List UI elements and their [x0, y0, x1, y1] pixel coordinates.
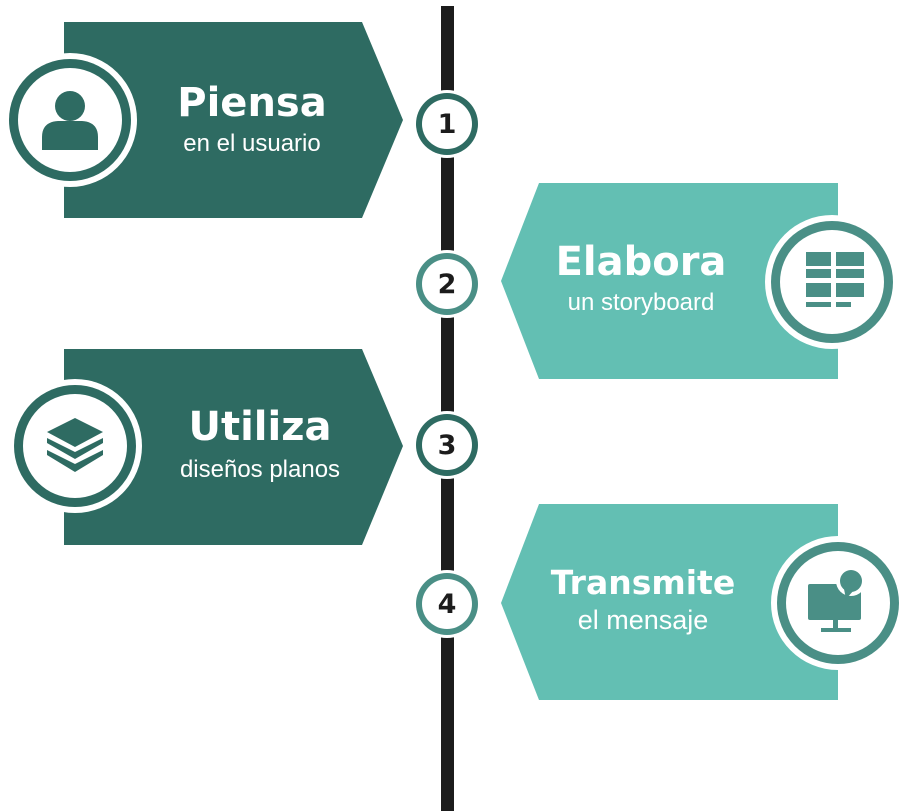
step-2-banner: [501, 183, 838, 379]
user-icon: [42, 91, 98, 150]
node-4: [413, 570, 481, 638]
node-3-number: 3: [437, 430, 457, 461]
layers-icon: [47, 418, 103, 472]
step-2-subtitle: un storyboard: [567, 289, 715, 316]
step-4-title: Transmite: [550, 563, 736, 602]
step-4-badge: [771, 536, 905, 670]
node-2: [413, 250, 481, 318]
step-3-badge: [8, 379, 142, 513]
node-4-number: 4: [437, 589, 457, 620]
node-2-number: 2: [437, 269, 457, 300]
step-2-badge: [765, 215, 899, 349]
step-4-banner: [501, 504, 838, 700]
node-1: [413, 90, 481, 158]
step-4-subtitle: el mensaje: [577, 605, 709, 635]
step-3-title: Utiliza: [188, 404, 332, 450]
step-2-title: Elabora: [555, 239, 727, 285]
step-3-subtitle: diseños planos: [179, 456, 341, 483]
node-3: [413, 411, 481, 479]
node-1-number: 1: [437, 109, 457, 140]
step-3-banner: [64, 349, 403, 545]
storyboard-icon: [806, 252, 864, 307]
step-1-banner: [64, 22, 403, 218]
monitor-chat-icon: [808, 566, 866, 632]
step-1-title: Piensa: [177, 80, 327, 126]
step-1-subtitle: en el usuario: [183, 130, 321, 157]
step-1-badge: [3, 53, 137, 187]
